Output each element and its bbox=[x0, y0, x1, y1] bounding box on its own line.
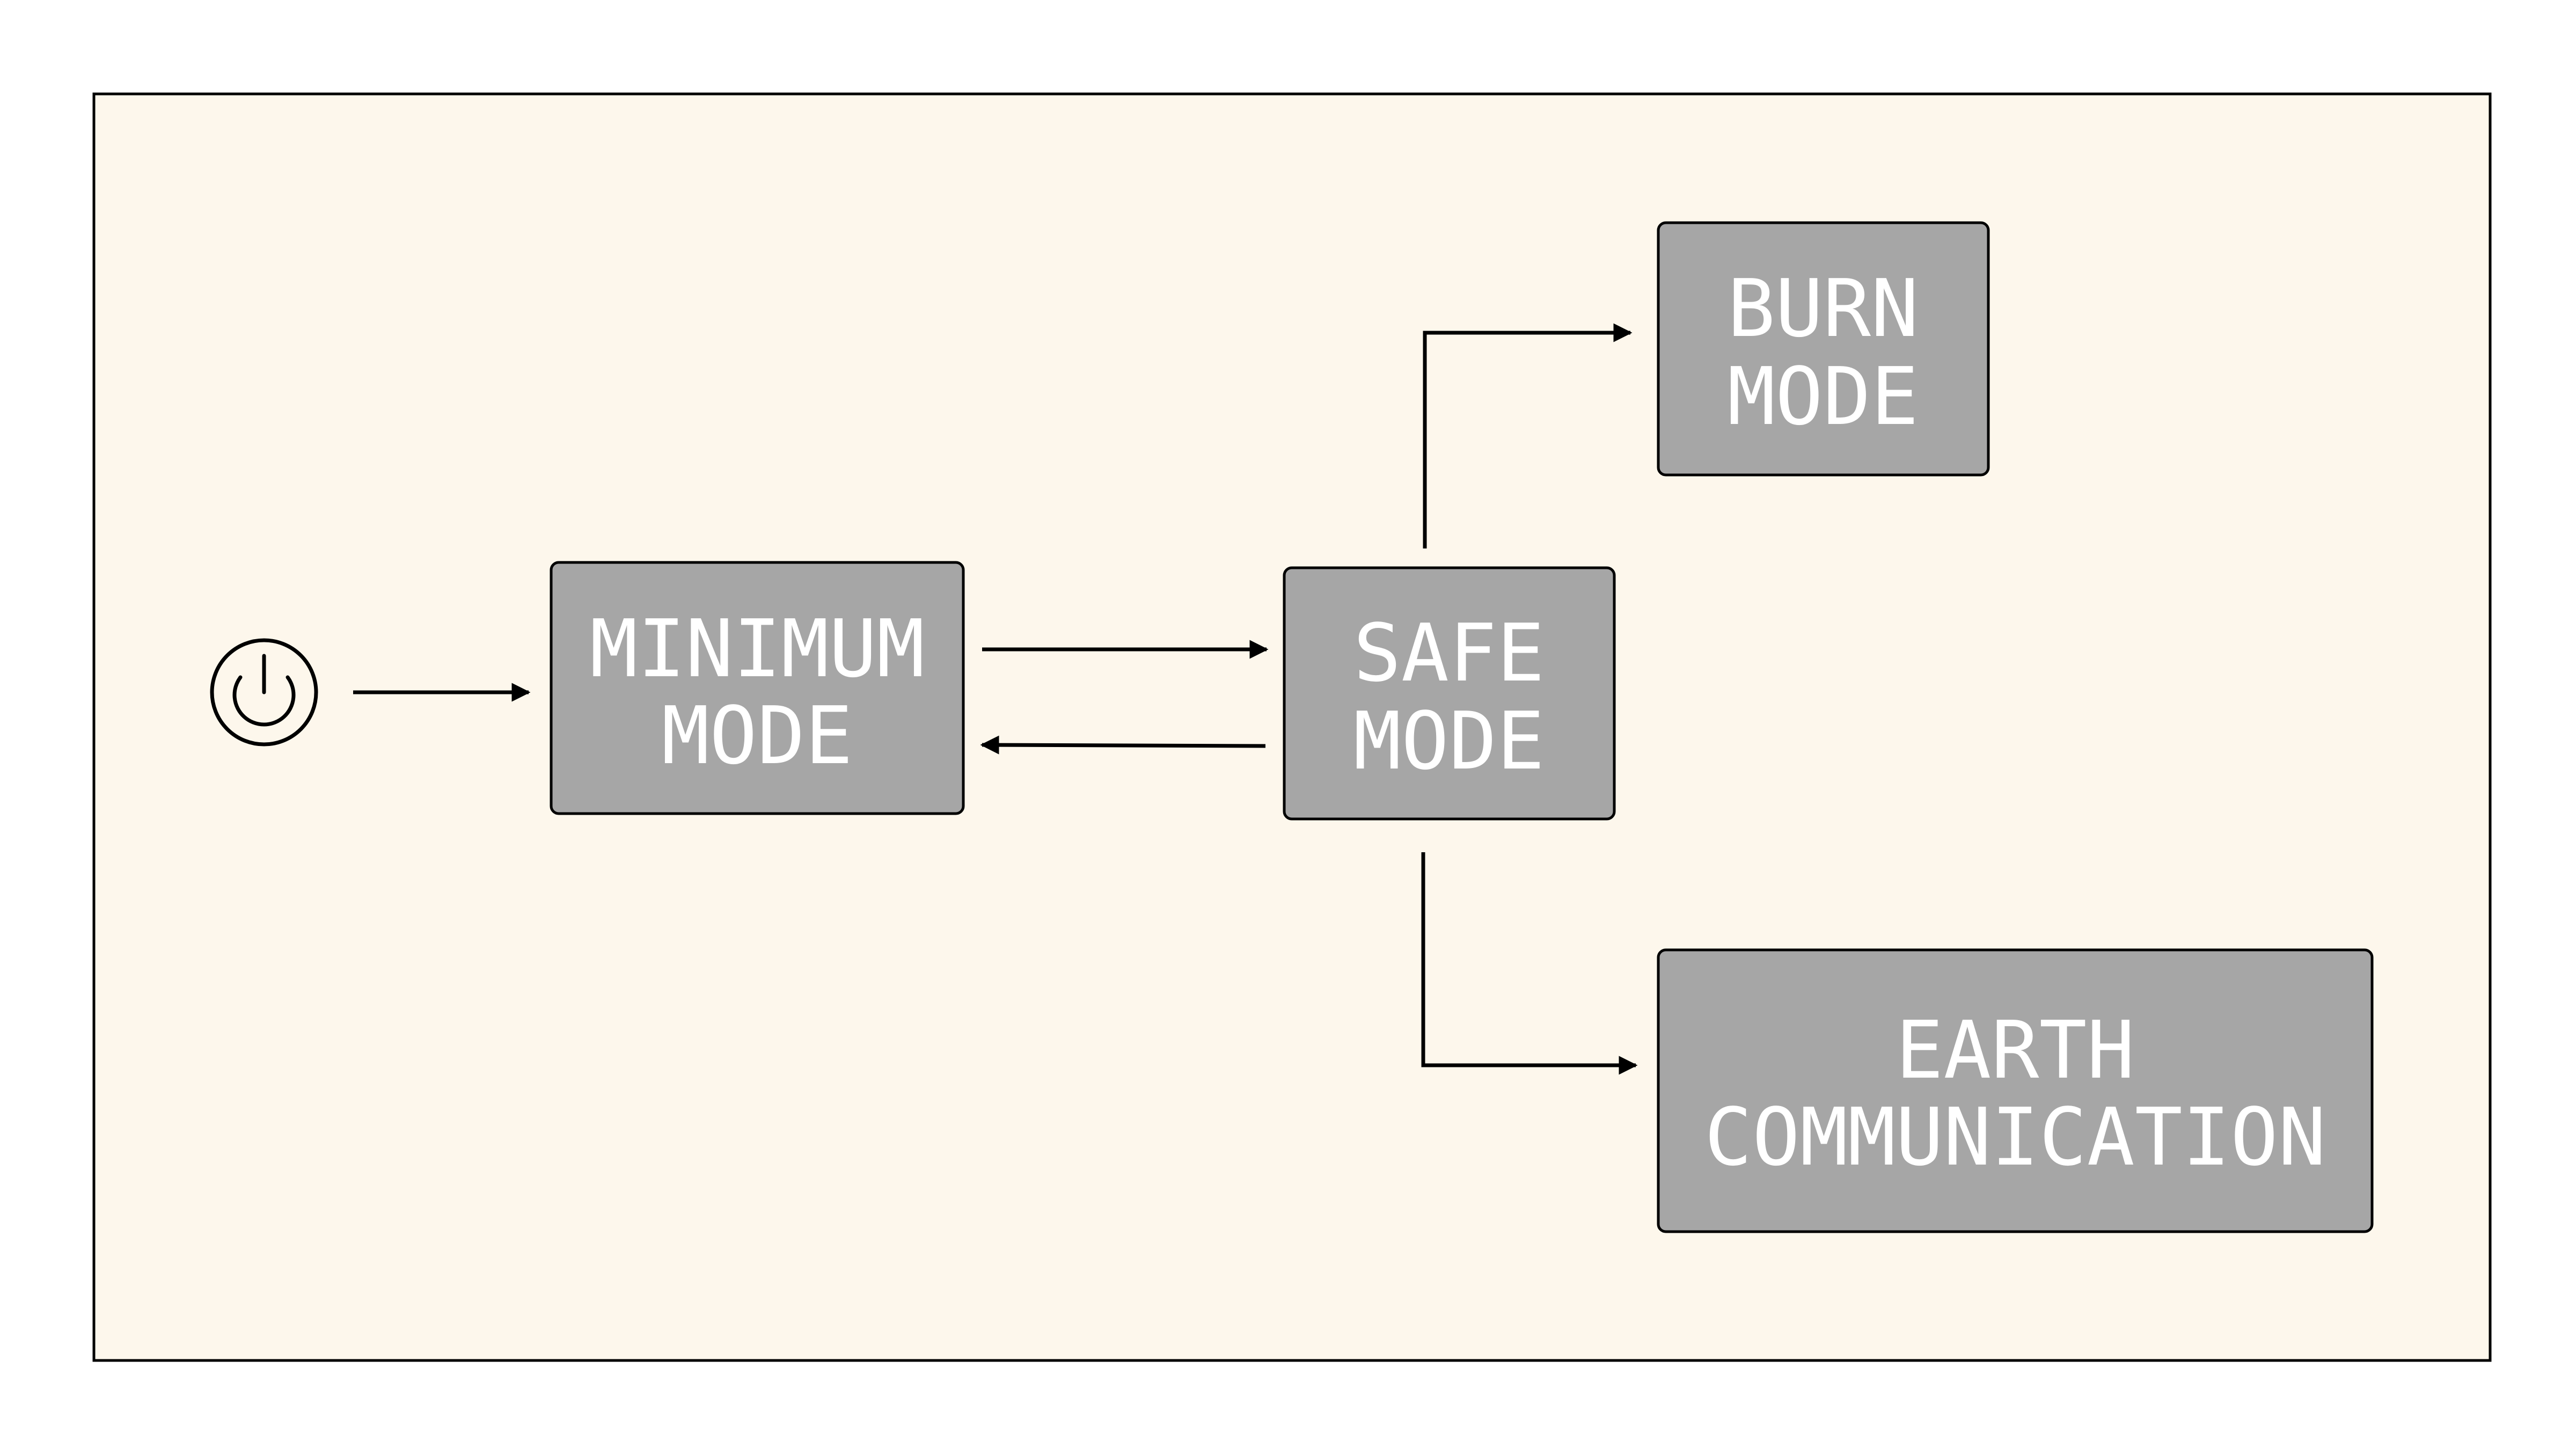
node-minimum-mode: MINIMUM MODE bbox=[550, 561, 965, 815]
node-burn-mode-line2: MODE bbox=[1728, 350, 1919, 443]
node-burn-mode: BURN MODE bbox=[1657, 221, 1990, 477]
edge-safe-to-burn bbox=[1423, 323, 1633, 548]
edge-safe-to-earth bbox=[1421, 852, 1638, 1075]
node-minimum-mode-line1: MINIMUM bbox=[590, 603, 925, 695]
node-burn-mode-line1: BURN bbox=[1728, 262, 1919, 355]
node-earth-communication-line1: EARTH bbox=[1896, 1004, 2135, 1096]
node-safe-mode-line1: SAFE bbox=[1353, 607, 1545, 699]
node-earth-communication: EARTH COMMUNICATION bbox=[1657, 948, 2374, 1233]
node-safe-mode-line2: MODE bbox=[1353, 695, 1545, 787]
node-minimum-mode-line2: MODE bbox=[662, 690, 853, 782]
node-earth-communication-line2: COMMUNICATION bbox=[1704, 1091, 2326, 1183]
edge-safe-to-minimum bbox=[980, 735, 1266, 755]
node-safe-mode: SAFE MODE bbox=[1283, 566, 1616, 821]
power-icon bbox=[210, 638, 318, 747]
